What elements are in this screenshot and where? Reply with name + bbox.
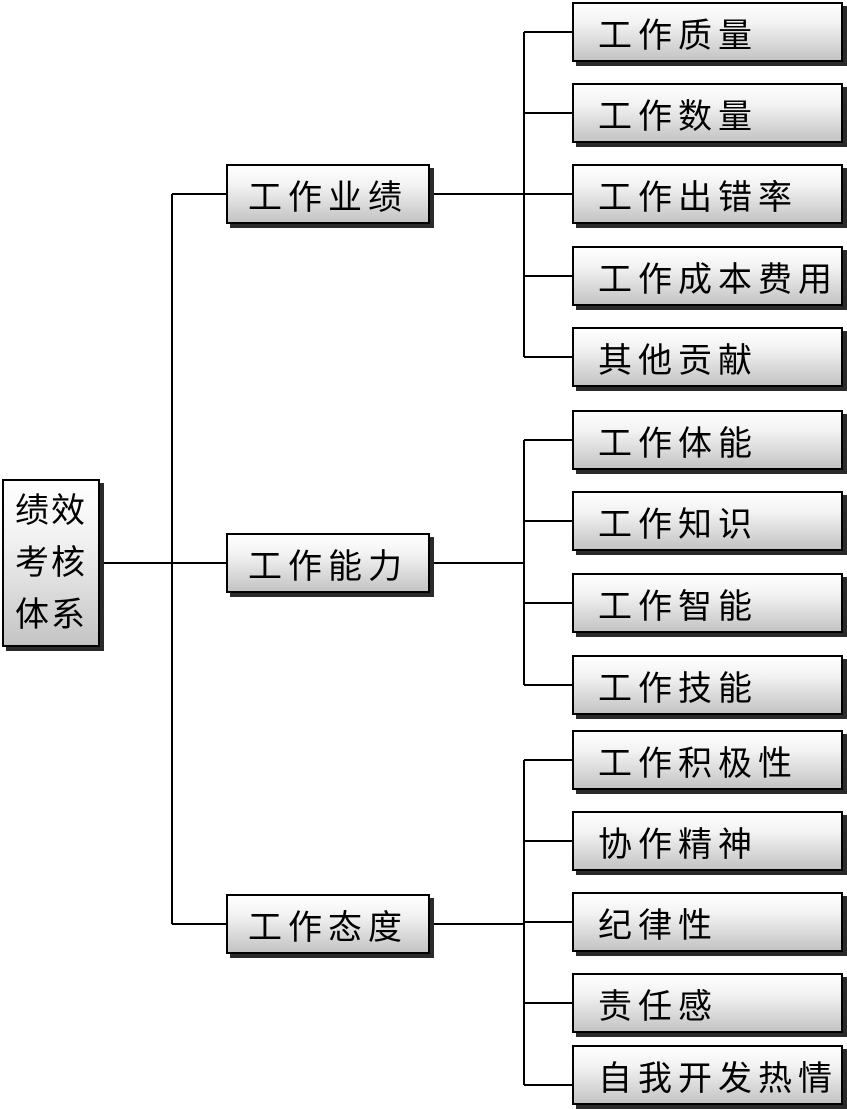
leaf-label: 工作成本费用 xyxy=(598,259,838,300)
leaf-label: 工作体能 xyxy=(598,423,758,464)
leaf-node: 责任感 xyxy=(572,973,843,1033)
leaf-label: 责任感 xyxy=(598,986,718,1027)
leaf-label: 自我开发热情 xyxy=(598,1058,838,1099)
root-node-label: 绩效考核体系 xyxy=(15,491,87,635)
category-label: 工作态度 xyxy=(248,907,408,948)
leaf-label: 工作技能 xyxy=(598,668,758,709)
category-label: 工作业绩 xyxy=(248,177,408,218)
category-node-work-attitude: 工作态度 xyxy=(226,894,430,954)
leaf-node: 其他贡献 xyxy=(572,327,843,387)
leaf-node: 工作数量 xyxy=(572,83,843,143)
leaf-label: 工作数量 xyxy=(598,96,758,137)
category-node-work-ability: 工作能力 xyxy=(226,533,430,593)
leaf-node: 工作积极性 xyxy=(572,730,843,790)
leaf-label: 工作智能 xyxy=(598,586,758,627)
category-node-work-performance: 工作业绩 xyxy=(226,164,430,224)
leaf-node: 自我开发热情 xyxy=(572,1045,843,1105)
leaf-node: 工作出错率 xyxy=(572,164,843,224)
root-node: 绩效考核体系 xyxy=(2,479,100,647)
leaf-label: 其他贡献 xyxy=(598,340,758,381)
leaf-node: 工作知识 xyxy=(572,491,843,551)
leaf-label: 工作质量 xyxy=(598,15,758,56)
leaf-node: 纪律性 xyxy=(572,892,843,952)
leaf-label: 纪律性 xyxy=(598,905,718,946)
leaf-label: 工作知识 xyxy=(598,504,758,545)
leaf-node: 工作成本费用 xyxy=(572,246,843,306)
leaf-node: 工作智能 xyxy=(572,573,843,633)
leaf-label: 协作精神 xyxy=(598,824,758,865)
category-label: 工作能力 xyxy=(248,546,408,587)
leaf-node: 工作质量 xyxy=(572,2,843,62)
leaf-label: 工作出错率 xyxy=(598,177,798,218)
leaf-node: 工作技能 xyxy=(572,655,843,715)
leaf-node: 协作精神 xyxy=(572,811,843,871)
leaf-node: 工作体能 xyxy=(572,410,843,470)
leaf-label: 工作积极性 xyxy=(598,743,798,784)
